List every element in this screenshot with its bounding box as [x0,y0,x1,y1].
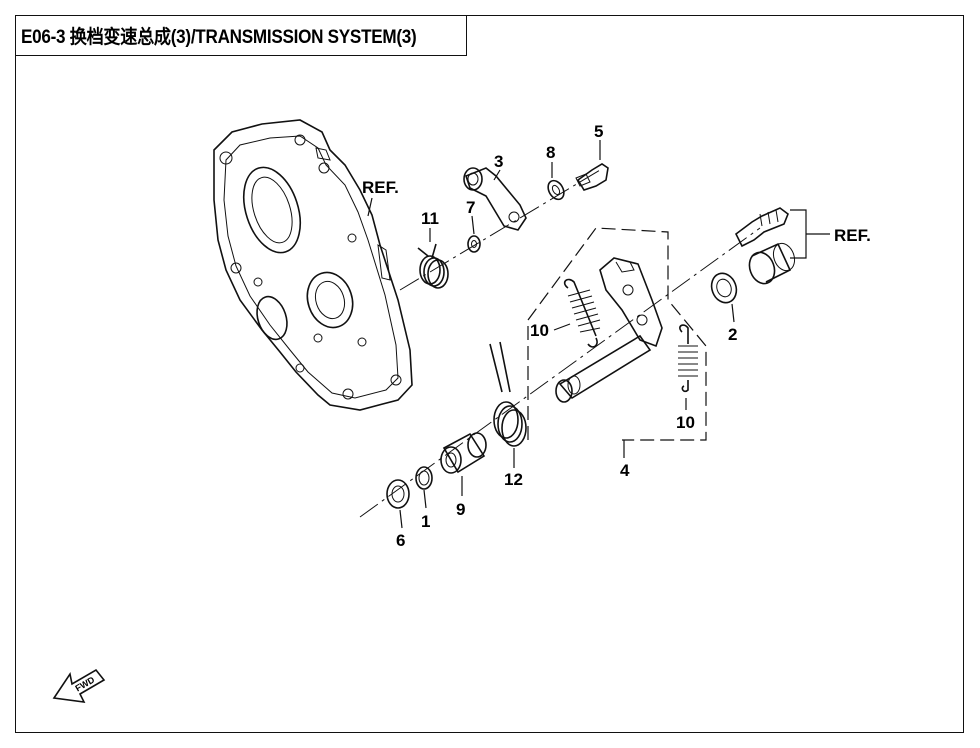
callout-12: 12 [504,470,523,489]
callout-8: 8 [546,143,555,162]
return-spring-12 [489,341,527,447]
stud-pin [734,207,789,248]
ref-bracket [790,209,830,259]
circlip [415,466,433,490]
callout-11: 11 [421,209,439,228]
center-line-main [359,227,761,518]
callout-9: 9 [456,500,465,519]
collar-9 [440,432,487,474]
torsion-spring-11 [417,243,449,289]
callout-10a: 10 [530,321,549,340]
callout-5: 5 [594,122,603,141]
ref-label-cover: REF. [362,178,399,197]
washer-7 [467,235,481,253]
title-box: E06-3 换档变速总成(3)/TRANSMISSION SYSTEM(3) [15,15,468,56]
callout-2: 2 [728,325,737,344]
bolt [575,163,609,191]
crankcase-cover [213,119,413,411]
ref-label-right: REF. [834,226,871,245]
callout-1: 1 [421,512,430,531]
diagram-frame [15,15,964,733]
needle-bearing [748,242,796,285]
callout-7: 7 [466,198,475,217]
callout-10b: 10 [676,413,695,432]
washer-6 [386,479,410,509]
diagram-title: E06-3 换档变速总成(3)/TRANSMISSION SYSTEM(3) [21,26,417,48]
oil-seal [710,272,738,304]
tension-spring-10a [563,278,601,348]
shift-shaft [555,257,663,403]
center-line-upper [399,169,601,291]
tension-spring-10b [678,324,698,393]
fwd-arrow-icon: FWD [52,668,106,703]
shift-arm [463,167,527,231]
callout-3: 3 [494,152,503,171]
washer-8 [547,179,565,201]
assembly-group-box [527,227,707,441]
callout-6: 6 [396,531,405,550]
callout-4: 4 [620,461,630,480]
